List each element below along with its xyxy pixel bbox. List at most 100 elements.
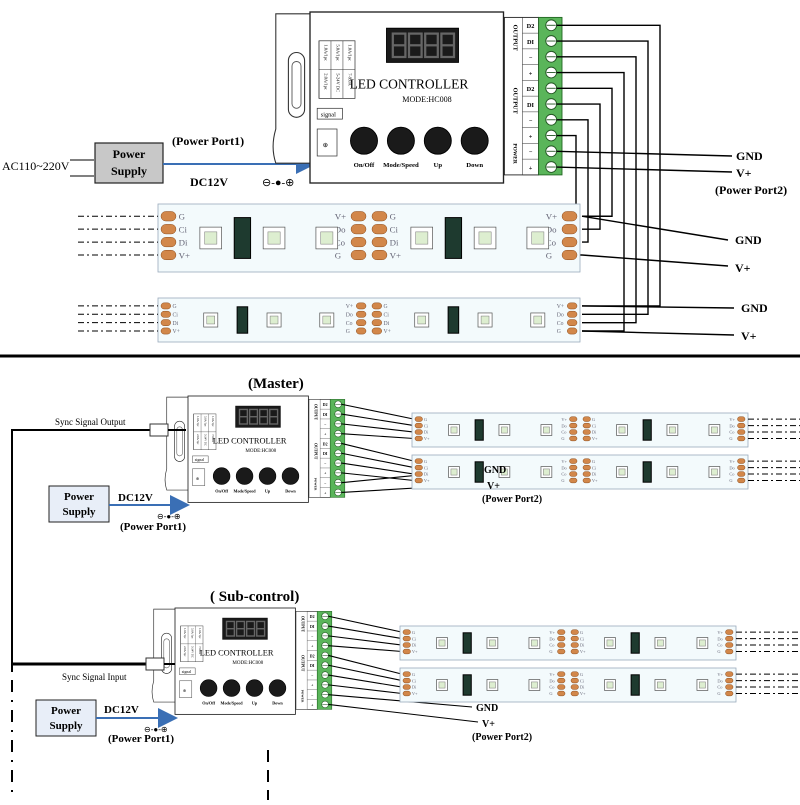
- controller-button: [222, 679, 241, 697]
- pad-label: Ci: [580, 636, 585, 641]
- button-label: Mode/Speed: [383, 162, 419, 169]
- sub-power-port2: (Power Port2): [472, 732, 532, 743]
- strip-ic: [630, 632, 640, 654]
- sub-output1-wire: [341, 413, 415, 427]
- sub-output1-wire: [341, 423, 415, 433]
- strip-pad: [569, 458, 578, 464]
- pad-label: Do: [335, 225, 346, 235]
- strip-body: [157, 297, 581, 343]
- port-symbol: ⊕: [323, 142, 328, 149]
- power2-vplus-wire: [556, 166, 733, 173]
- pad-label: Di: [412, 643, 417, 648]
- spec-text: 5.0A/1pc: [335, 44, 340, 61]
- strip-pad: [567, 310, 578, 318]
- master-polarity-symbol: ⊖-●-⊕: [157, 512, 181, 521]
- strip-ic: [447, 306, 460, 334]
- button-label: Mode/Speed: [234, 488, 257, 493]
- sub-output2-wire: [341, 442, 415, 462]
- vplus-label-power: V+: [736, 166, 752, 180]
- pad-label: Di: [424, 472, 429, 477]
- pad-label: V+: [729, 417, 735, 422]
- pad-label: Do: [561, 465, 567, 470]
- terminal-tag: −: [324, 481, 327, 485]
- terminal-tag: DI: [310, 664, 315, 668]
- sub-output2-wire: [328, 654, 403, 675]
- strip-pad: [582, 435, 591, 442]
- strip1-gnd-label: GND: [735, 233, 762, 247]
- strip-pad: [582, 416, 591, 422]
- led-chip-core: [267, 231, 281, 245]
- strip-ic: [462, 632, 472, 654]
- terminal-tag: +: [529, 70, 533, 77]
- strip-ic: [642, 461, 652, 483]
- controller-button: [281, 467, 300, 485]
- pad-label: Di: [592, 430, 597, 435]
- terminal-tag: D2: [323, 403, 328, 407]
- terminal-tag: +: [311, 703, 314, 707]
- pad-label: G: [561, 436, 565, 441]
- strip2-gnd-label: GND: [741, 301, 768, 315]
- strip-pad: [567, 319, 578, 326]
- led-chip-core: [543, 468, 550, 476]
- strip-pad: [737, 422, 746, 429]
- sub-output1-wire: [341, 403, 415, 420]
- led-chip-core: [501, 468, 508, 476]
- sync-wire-vertical: [11, 429, 150, 670]
- pad-label: V+: [561, 459, 567, 464]
- strip-pad: [725, 642, 734, 648]
- ac-label: AC110~220V: [2, 159, 70, 173]
- pad-label: Do: [557, 312, 564, 318]
- strip-body: [411, 412, 749, 448]
- pad-label: G: [412, 630, 416, 635]
- strip-body: [399, 625, 737, 661]
- sub-output2-wire: [341, 462, 415, 475]
- pad-label: G: [335, 250, 342, 260]
- spec-text: 5-24V DC: [335, 73, 340, 92]
- pad-label: Co: [561, 430, 567, 435]
- terminal-tag: DI: [527, 39, 535, 46]
- strip-pad: [582, 471, 591, 477]
- pad-label: G: [424, 459, 428, 464]
- led-chip-core: [533, 315, 543, 325]
- strip1-vplus-label: V+: [735, 261, 751, 275]
- pad-label: Do: [346, 312, 353, 318]
- dc12v-label: DC12V: [190, 175, 228, 189]
- spec-text: 2.0A/1pc: [183, 646, 186, 657]
- strip-pad: [557, 684, 566, 690]
- power-supply-box: Power Supply: [94, 142, 164, 184]
- led-chip-core: [543, 426, 550, 434]
- terminal-tag: −: [529, 118, 533, 125]
- sync-plug-sub: [145, 657, 165, 671]
- strip-pad: [414, 429, 423, 435]
- output2-wire: [556, 119, 589, 243]
- strip-pad: [402, 684, 411, 690]
- signal-label: signal: [182, 670, 191, 674]
- strip-ic: [642, 419, 652, 441]
- strip-pad: [737, 416, 746, 422]
- pad-label: V+: [179, 250, 190, 260]
- sub-output1-wire: [341, 433, 415, 440]
- master-supply-label-2: Supply: [62, 506, 96, 518]
- led-chip-core: [531, 681, 538, 689]
- led-chip-core: [489, 639, 496, 647]
- strip-pad: [160, 327, 171, 335]
- strip-ic: [630, 674, 640, 696]
- pad-label: V+: [172, 329, 179, 335]
- strip-pad: [725, 629, 734, 635]
- strip-pad: [160, 302, 171, 310]
- pad-label: Co: [729, 472, 735, 477]
- led-chip-core: [269, 315, 279, 325]
- mounting-slot-inner: [291, 61, 302, 109]
- strip-pad: [569, 464, 578, 471]
- strip-pad: [557, 690, 566, 697]
- controller-title: LED CONTROLLER: [213, 437, 287, 446]
- strip-ic: [474, 419, 484, 441]
- button-label: On/Off: [215, 488, 228, 493]
- strip-pad: [570, 671, 579, 677]
- strip-pad: [414, 464, 423, 471]
- pad-label: G: [179, 212, 186, 222]
- terminal-tag: −: [529, 149, 533, 156]
